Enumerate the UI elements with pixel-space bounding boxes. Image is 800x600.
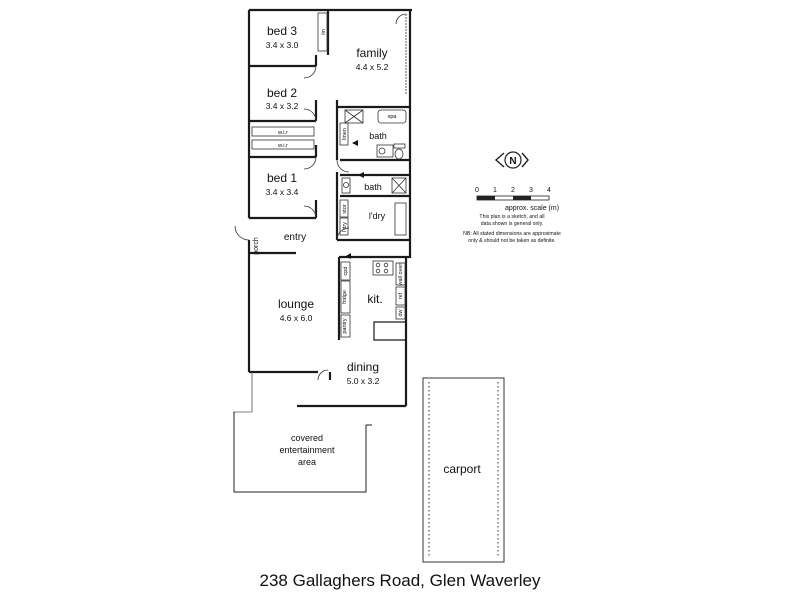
bed1-dim: 3.4 x 3.4 bbox=[266, 187, 299, 197]
lin-label: lin bbox=[321, 29, 327, 35]
spa-label: spa bbox=[388, 114, 398, 120]
wall-oven-label: wall oven bbox=[398, 263, 404, 287]
bed2-label: bed 2 bbox=[267, 86, 297, 100]
arrows bbox=[346, 140, 364, 259]
family-dim: 4.4 x 5.2 bbox=[356, 62, 389, 72]
walls bbox=[247, 8, 412, 408]
compass-circle-icon bbox=[504, 151, 522, 169]
ref-label: ref bbox=[398, 292, 404, 299]
fixtures bbox=[233, 12, 407, 413]
laundry-label: l'dry bbox=[369, 211, 386, 221]
scale-tick-2: 2 bbox=[511, 187, 515, 194]
lounge-label: lounge bbox=[278, 297, 314, 311]
carport-label: carport bbox=[443, 462, 481, 476]
bed1-label: bed 1 bbox=[267, 171, 297, 185]
scale-note-line2: data shown is general only. bbox=[481, 221, 543, 227]
compass-left-arrow-icon bbox=[494, 152, 505, 168]
carport-outline bbox=[422, 377, 505, 563]
bath-lower-label: bath bbox=[364, 182, 382, 192]
lounge-dim: 4.6 x 6.0 bbox=[280, 313, 313, 323]
kitchen-label: kit. bbox=[367, 292, 382, 306]
linen-label: linen bbox=[342, 128, 348, 140]
bed2-dim: 3.4 x 3.2 bbox=[266, 101, 299, 111]
bath-upper-label: bath bbox=[369, 131, 387, 141]
wir2-label: w.i.r bbox=[277, 143, 288, 149]
dw-label: dw bbox=[398, 309, 404, 316]
covered-area-outline bbox=[233, 412, 372, 493]
scale-tick-0: 0 bbox=[475, 187, 479, 194]
cpd-label: cpd bbox=[343, 267, 349, 276]
porch-label: porch bbox=[253, 237, 260, 255]
bed3-dim: 3.4 x 3.0 bbox=[266, 40, 299, 50]
entry-label: entry bbox=[284, 232, 306, 243]
scale-note-line1: This plan is a sketch, and all bbox=[479, 214, 544, 220]
wir1-label: w.i.r bbox=[277, 130, 288, 136]
cooktop bbox=[372, 260, 394, 276]
scale-nb-line2: only & should not be taken as definite. bbox=[468, 238, 556, 244]
stor-label: stor bbox=[342, 204, 348, 213]
scale-label: approx. scale (m) bbox=[505, 205, 559, 212]
dining-label: dining bbox=[347, 360, 379, 374]
scale-nb-line1: NB: All stated dimensions are approximat… bbox=[463, 231, 561, 237]
scale-tick-3: 3 bbox=[529, 187, 533, 194]
compass: N bbox=[494, 151, 529, 169]
covered-line2: entertainment bbox=[279, 445, 335, 455]
covered-line3: area bbox=[298, 457, 316, 467]
scale-tick-4: 4 bbox=[547, 187, 551, 194]
pantry-label: pantry bbox=[342, 318, 348, 334]
dining-dim: 5.0 x 3.2 bbox=[347, 376, 380, 386]
covered-line1: covered bbox=[291, 433, 323, 443]
ldry-cupboard-label: l'dry bbox=[342, 222, 348, 232]
scale-bar: 0 1 2 3 4 approx. scale (m) This plan is… bbox=[463, 187, 561, 244]
compass-right-arrow-icon bbox=[521, 152, 529, 168]
family-label: family bbox=[356, 46, 387, 60]
fridge-label: fridge bbox=[342, 290, 348, 304]
scale-tick-1: 1 bbox=[493, 187, 497, 194]
bed3-label: bed 3 bbox=[267, 24, 297, 38]
spa-tub bbox=[377, 109, 407, 124]
property-address: 238 Gallaghers Road, Glen Waverley bbox=[260, 571, 541, 590]
compass-north-letter: N bbox=[509, 156, 516, 167]
